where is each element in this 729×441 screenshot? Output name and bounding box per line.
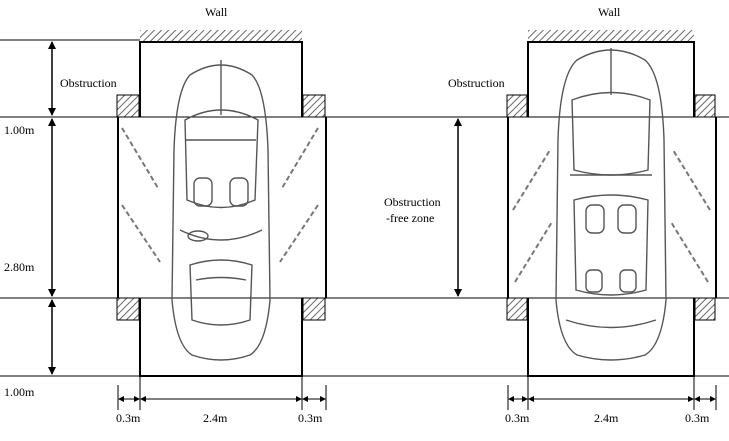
wall-label-right: Wall (598, 5, 621, 19)
pillar-top-left (116, 94, 140, 118)
wall-hatch-right (528, 30, 694, 42)
door-swing-left (121, 127, 319, 263)
wall-hatch-left (140, 30, 302, 42)
right-parking-bay: Wall Obstruction Obstructi (384, 5, 717, 425)
dim-label-03-left-bay-b: 0.3m (298, 411, 323, 425)
garage-outline-right (527, 41, 695, 117)
wall-label-left: Wall (205, 5, 228, 19)
pillar-bottom-left (116, 297, 140, 321)
door-swing-right (512, 149, 711, 283)
car-top-view-icon (171, 60, 271, 361)
dim-label-03-right-bay-b: 0.3m (685, 411, 710, 425)
pillar-top-right (302, 94, 326, 118)
obstruction-free-label-line2: -free zone (386, 211, 434, 225)
obstruction-label-right: Obstruction (448, 76, 505, 90)
car-top-view-icon (555, 48, 667, 361)
reference-lines (0, 39, 729, 377)
pillar-bottom-right (302, 297, 326, 321)
dim-label-100-top: 1.00m (4, 123, 35, 137)
left-parking-bay: Wall Obstructi (4, 5, 327, 425)
obstruction-label-left: Obstruction (60, 76, 117, 90)
dim-label-24-left-bay: 2.4m (203, 411, 228, 425)
dim-label-24-right-bay: 2.4m (594, 411, 619, 425)
dim-label-03-left-bay-a: 0.3m (116, 411, 141, 425)
dim-label-100-bottom: 1.00m (4, 385, 35, 399)
garage-outline-left (139, 41, 303, 117)
dim-label-280: 2.80m (4, 260, 35, 274)
dim-label-03-right-bay-a: 0.3m (505, 411, 530, 425)
obstruction-free-label-line1: Obstruction (384, 195, 441, 209)
